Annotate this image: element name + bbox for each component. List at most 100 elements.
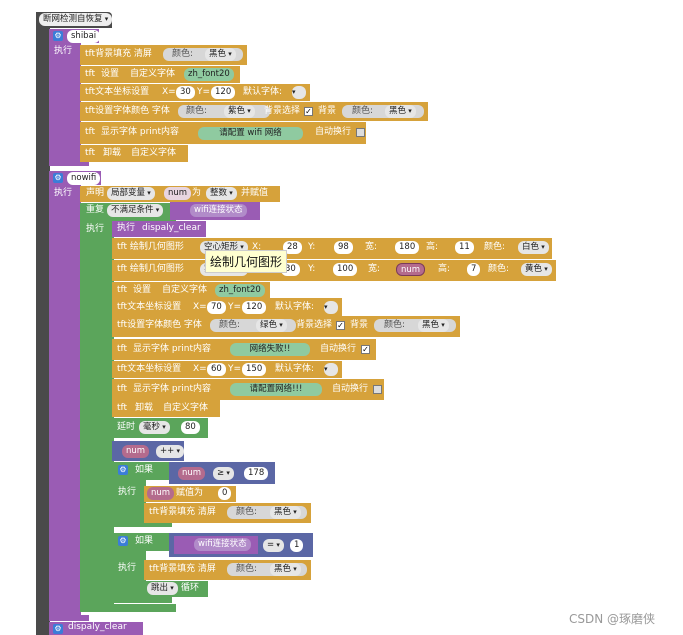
dispaly-clear-proc[interactable] xyxy=(49,622,143,635)
root-block[interactable] xyxy=(36,12,50,635)
bg-label: 背景 xyxy=(350,320,369,330)
gear-icon[interactable]: ⚙ xyxy=(53,173,63,183)
draw-label: tft 绘制几何图形 xyxy=(117,264,184,274)
shibai-print-text[interactable]: 请配置 wifi 网络 xyxy=(198,127,303,140)
shibai-coord-y[interactable]: 120 xyxy=(211,86,236,99)
shibai-coord-block[interactable] xyxy=(80,84,310,101)
gear-icon[interactable]: ⚙ xyxy=(118,536,128,546)
if-1-fill-color[interactable]: 黑色 xyxy=(270,506,301,519)
nowifi-font-color[interactable]: 绿色 xyxy=(256,319,287,332)
nowifi-proc[interactable] xyxy=(49,171,81,621)
delay-label: 延时 xyxy=(117,422,136,432)
tft-label: tft xyxy=(117,403,128,413)
draw-2-width-var[interactable]: num xyxy=(396,263,426,276)
gear-icon[interactable]: ⚙ xyxy=(53,31,63,41)
nowifi-print-1-text[interactable]: 网络失败!! xyxy=(230,343,310,356)
nowifi-coord-1-block[interactable] xyxy=(112,298,342,316)
delay-unit-select[interactable]: 毫秒 xyxy=(139,421,170,434)
draw-2-color[interactable]: 黄色 xyxy=(521,263,552,276)
nowifi-bg-select-checkbox[interactable]: ✓ xyxy=(336,321,345,330)
draw-1-x[interactable]: 28 xyxy=(283,241,302,254)
nowifi-auto-wrap-1[interactable]: ✓ xyxy=(361,345,370,354)
call-dispaly-clear-block[interactable] xyxy=(112,221,206,237)
custom-font-label: 自定义字体 xyxy=(131,148,177,158)
unload-label: 卸载 xyxy=(103,148,122,158)
compare-op-select[interactable]: ≥ xyxy=(213,467,234,480)
nowifi-unload-block[interactable] xyxy=(112,400,220,417)
tft-label: tft xyxy=(117,384,128,394)
tft-label: tft xyxy=(85,148,96,158)
wifi-status-call: wifi连接状态 xyxy=(194,538,251,551)
repeat-mode-select[interactable]: 不满足条件 xyxy=(107,204,164,217)
compare-eq-op[interactable]: = xyxy=(263,539,284,552)
color-label: 颜色: xyxy=(352,106,374,116)
delay-value[interactable]: 80 xyxy=(181,421,200,434)
print-label: 显示字体 print内容 xyxy=(101,127,180,137)
coord-label: tft文本坐标设置 xyxy=(85,87,150,97)
if-label: 如果 xyxy=(135,536,154,546)
gear-icon[interactable]: ⚙ xyxy=(118,465,128,475)
x-coord-label: X: xyxy=(252,242,262,252)
color-label: 颜色: xyxy=(236,507,258,517)
increment-var[interactable]: num xyxy=(122,445,150,458)
shibai-font-color[interactable]: 紫色 xyxy=(224,105,255,118)
nowifi-coord-1-x[interactable]: 70 xyxy=(207,301,226,314)
coord-label: tft文本坐标设置 xyxy=(117,302,182,312)
draw-1-width[interactable]: 180 xyxy=(395,241,420,254)
declare-scope-select[interactable]: 局部变量 xyxy=(107,187,155,200)
bg-label: 背景 xyxy=(318,106,337,116)
root-label[interactable]: 断网检测自恢复 xyxy=(39,13,113,26)
nowifi-default-font-1[interactable] xyxy=(324,301,338,314)
if-1-footer xyxy=(112,521,172,527)
x-label: X= xyxy=(162,87,176,97)
draw-1-color[interactable]: 白色 xyxy=(518,241,549,254)
assign-var[interactable]: num xyxy=(147,487,175,500)
nowifi-coord-2-y[interactable]: 150 xyxy=(242,363,267,376)
repeat-block[interactable] xyxy=(80,203,114,611)
if-label: 如果 xyxy=(135,465,154,475)
shibai-coord-x[interactable]: 30 xyxy=(176,86,195,99)
nowifi-auto-wrap-2[interactable] xyxy=(373,385,382,394)
compare-var[interactable]: num xyxy=(178,467,206,480)
shibai-font-name[interactable]: zh_font20 xyxy=(184,68,234,81)
if-exec-label: 执行 xyxy=(118,563,137,573)
compare-eq-value[interactable]: 1 xyxy=(290,539,304,552)
shibai-name[interactable]: shibai xyxy=(67,30,101,43)
declare-var-name[interactable]: num xyxy=(164,187,192,200)
nowifi-font-name[interactable]: zh_font20 xyxy=(215,284,265,297)
default-font-label: 默认字体: xyxy=(275,302,315,312)
tooltip: 绘制几何图形 xyxy=(205,250,288,273)
nowifi-coord-2-block[interactable] xyxy=(112,361,342,378)
draw-1-y[interactable]: 98 xyxy=(334,241,353,254)
break-select[interactable]: 跳出 xyxy=(147,582,178,595)
shibai-auto-wrap-checkbox[interactable] xyxy=(356,128,365,137)
draw-1-height[interactable]: 11 xyxy=(455,241,474,254)
repeat-footer xyxy=(80,604,176,612)
if-exec-label: 执行 xyxy=(118,487,137,497)
shibai-default-font-select[interactable] xyxy=(292,86,306,99)
nowifi-name[interactable]: nowifi xyxy=(67,172,101,185)
shibai-proc[interactable] xyxy=(49,29,81,166)
y-label: Y= xyxy=(197,87,211,97)
draw-2-y[interactable]: 100 xyxy=(333,263,358,276)
increment-op-select[interactable]: ++ xyxy=(156,445,184,458)
shibai-bg-color[interactable]: 黑色 xyxy=(385,105,416,118)
exec-label: 执行 xyxy=(117,223,136,233)
y-coord-label: Y: xyxy=(308,242,316,252)
nowifi-bg-color[interactable]: 黑色 xyxy=(418,319,449,332)
draw-2-height[interactable]: 7 xyxy=(467,263,481,276)
nowifi-print-2-text[interactable]: 请配置网络!!! xyxy=(230,383,322,396)
bg-select-checkbox[interactable]: ✓ xyxy=(304,107,313,116)
color-label: 颜色: xyxy=(236,564,258,574)
print-label: 显示字体 print内容 xyxy=(133,344,212,354)
shibai-fill-color[interactable]: 黑色 xyxy=(205,48,236,61)
gear-icon[interactable]: ⚙ xyxy=(53,624,63,634)
nowifi-default-font-2[interactable] xyxy=(324,363,338,376)
nowifi-coord-1-y[interactable]: 120 xyxy=(242,301,267,314)
assign-value[interactable]: 0 xyxy=(218,487,232,500)
if-2-fill-color[interactable]: 黑色 xyxy=(270,563,301,576)
compare-value[interactable]: 178 xyxy=(244,467,269,480)
nowifi-coord-2-x[interactable]: 60 xyxy=(207,363,226,376)
shibai-unload-block[interactable] xyxy=(80,145,188,162)
declare-type-select[interactable]: 整数 xyxy=(206,187,237,200)
